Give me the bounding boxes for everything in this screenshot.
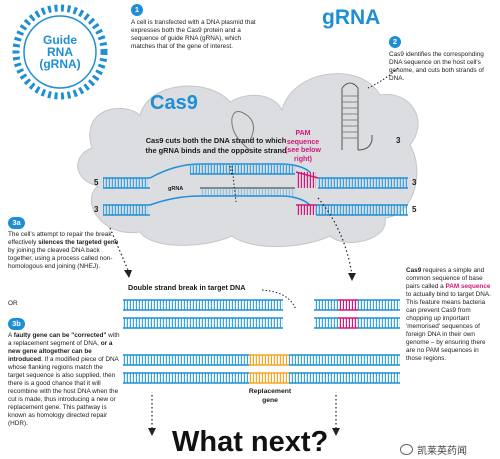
what-next-heading: What next? bbox=[172, 426, 329, 458]
break-pointer bbox=[261, 289, 297, 311]
top-dna bbox=[103, 163, 408, 216]
guide-badge-line3: (gRNA) bbox=[39, 57, 81, 71]
top-right-3-label: 3 bbox=[412, 178, 417, 187]
step2-number: 2 bbox=[389, 36, 401, 48]
pam-note: Cas9 requires a simple and common sequen… bbox=[406, 267, 496, 363]
grna-small-label: gRNA bbox=[168, 186, 184, 192]
pam-label-line1: PAM bbox=[295, 130, 311, 137]
arrow-head-bottom-left bbox=[148, 428, 156, 436]
cas9-cut-label: Cas9 cuts both the DNA strand to which t… bbox=[145, 136, 287, 155]
step2-text: Cas9 identifies the corresponding DNA se… bbox=[389, 51, 484, 82]
guide-rna-ring bbox=[12, 4, 108, 100]
step3a-part1: The cell's attempt to repair the break e… bbox=[8, 231, 112, 246]
step3b-b2: or a new gene altogether can be introduc… bbox=[8, 340, 113, 363]
pam-label-line2: sequence bbox=[286, 138, 320, 146]
arrow-head-bottom-right bbox=[332, 428, 340, 436]
bottom-strand-3-label: 3 bbox=[94, 205, 99, 214]
step3a-text: The cell's attempt to repair the break e… bbox=[8, 231, 120, 271]
pam-note-p2: to actually bind to target DNA. This fea… bbox=[406, 291, 491, 362]
or-separator: OR bbox=[8, 300, 18, 307]
step3b-text: A faulty gene can be "corrected" with a … bbox=[8, 332, 120, 428]
grna-title: gRNA bbox=[322, 6, 381, 29]
watermark-text: 凯莱英药闻 bbox=[417, 446, 467, 457]
step3b-b1: faulty gene can be "corrected" bbox=[13, 332, 107, 339]
pam-pointer bbox=[317, 197, 353, 276]
pam-label: PAM sequence (see below right) bbox=[283, 130, 323, 164]
right-cut-dna bbox=[314, 299, 400, 329]
step1-number: 1 bbox=[131, 4, 143, 16]
pam-note-p1: requires a simple and common sequence of… bbox=[406, 267, 485, 290]
cas9-title: Cas9 bbox=[150, 92, 198, 114]
guide-rna-badge: Guide RNA (gRNA) bbox=[26, 34, 94, 70]
bottom-hdr-dna bbox=[123, 354, 400, 384]
guide-badge-line2: RNA bbox=[47, 45, 73, 59]
flow-arrows bbox=[109, 227, 337, 428]
step2-pointer bbox=[367, 67, 399, 89]
watermark: 凯莱英药闻 bbox=[400, 442, 467, 457]
step3a-bold: silences the targeted gene bbox=[38, 239, 119, 246]
cut-pointers bbox=[229, 165, 237, 203]
bottom-left-dna bbox=[123, 299, 283, 329]
replacement-gene-label: Replacement gene bbox=[242, 388, 298, 405]
arrow-head-left-diagonal bbox=[124, 270, 132, 278]
pam-note-pam: PAM sequence bbox=[445, 283, 491, 290]
guide-badge-line1: Guide bbox=[42, 33, 77, 47]
step3a-part2: by joining the cleaved DNA back together… bbox=[8, 247, 113, 270]
pam-pointer-head bbox=[348, 273, 356, 281]
top-strand-5-label: 5 bbox=[94, 178, 99, 187]
pam-label-line3: (see below bbox=[285, 147, 321, 154]
wechat-icon bbox=[400, 444, 413, 455]
step3b-p3: . If a modified piece of DNA whose flank… bbox=[8, 356, 119, 427]
double-break-label: Double strand break in target DNA bbox=[128, 283, 246, 292]
step3b-p1: A bbox=[8, 332, 14, 339]
step1-text: A cell is transfected with a DNA plasmid… bbox=[131, 19, 256, 50]
pam-label-line4: right) bbox=[294, 155, 312, 163]
step3b-number: 3b bbox=[8, 318, 25, 330]
replacement-line1: Replacement bbox=[248, 388, 292, 395]
replacement-line2: gene bbox=[262, 396, 278, 404]
hairpin-3-label: 3 bbox=[396, 136, 401, 145]
bottom-right-5-label: 5 bbox=[412, 205, 417, 214]
grna-hairpin bbox=[231, 82, 373, 151]
pam-note-cas9: Cas9 bbox=[406, 267, 422, 274]
step3b-p2: with a replacement segment of DNA, bbox=[8, 332, 120, 347]
cas9-cloud bbox=[77, 73, 419, 247]
step3a-number: 3a bbox=[8, 217, 25, 229]
